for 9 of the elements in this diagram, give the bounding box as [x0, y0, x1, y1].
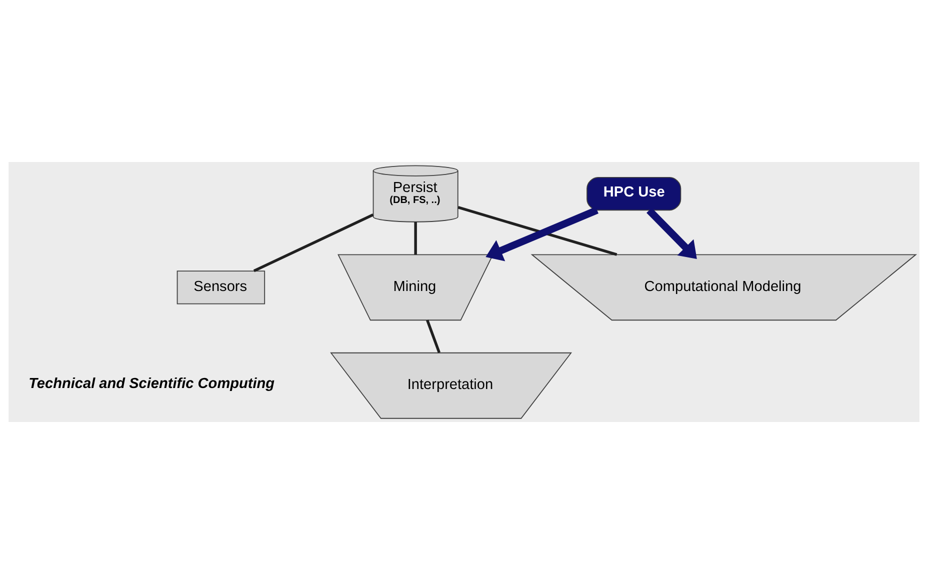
- label: Technical and Scientific Computing: [28, 376, 275, 392]
- arrow: [486, 206, 598, 262]
- connector: [426, 320, 440, 354]
- connector: [253, 213, 374, 272]
- node-box: Sensors: [176, 270, 266, 304]
- connector: [458, 206, 618, 256]
- connector: [414, 222, 417, 255]
- arrow: [646, 208, 697, 259]
- node-box: HPC Use: [586, 176, 682, 211]
